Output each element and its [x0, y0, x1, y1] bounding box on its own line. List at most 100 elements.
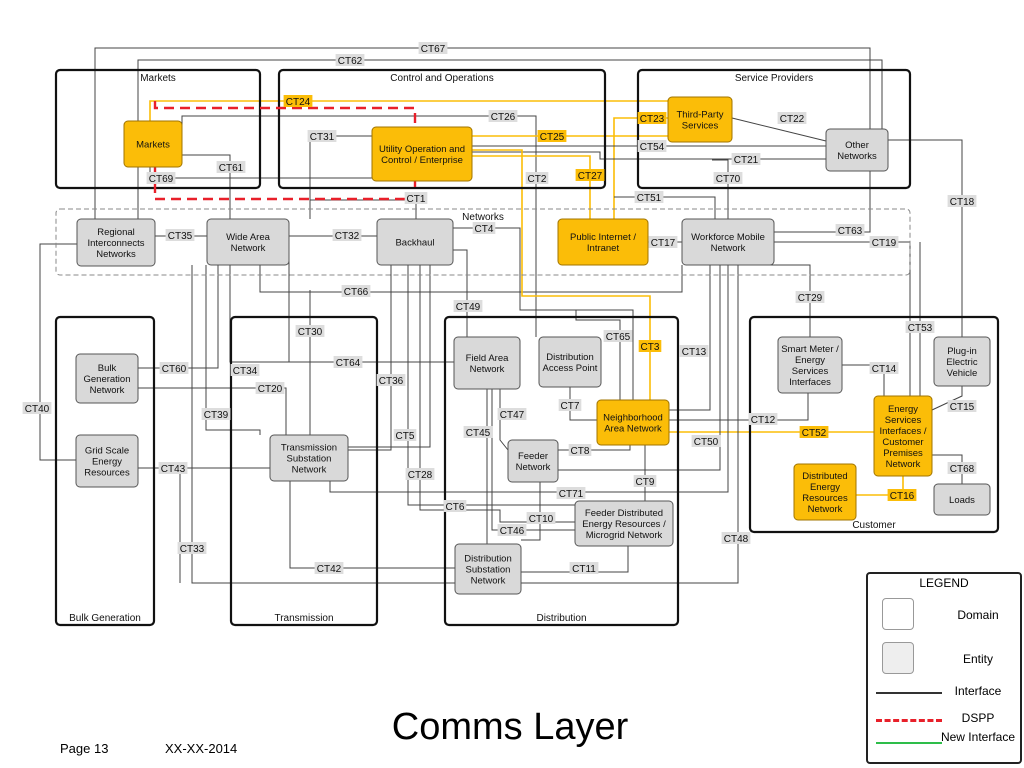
interface-label-text: CT5 — [396, 431, 415, 442]
interface-label-bg — [488, 110, 518, 122]
domain-distribution — [443, 315, 680, 627]
interface-label-text: CT33 — [180, 544, 205, 555]
interface-label-bg — [869, 236, 899, 248]
interface-label-ct69: CT69 — [146, 172, 176, 185]
legend-entity-label: Entity — [962, 652, 993, 666]
interface-label-bg — [307, 130, 337, 142]
interface-label-text: CT21 — [734, 155, 759, 166]
interface-label-text: CT14 — [872, 364, 897, 375]
interface-label-ct35: CT35 — [165, 229, 195, 242]
interface-label-ct20: CT20 — [255, 382, 285, 395]
interface-label-ct36: CT36 — [376, 374, 406, 387]
entity-box-feeder — [507, 439, 559, 483]
interface-label-text: CT23 — [640, 114, 665, 125]
interface-label-bg — [568, 444, 592, 456]
interface-label-ct63: CT63 — [835, 224, 865, 237]
interface-label-text: CT30 — [298, 327, 323, 338]
interface-label-text: CT11 — [572, 564, 596, 575]
domain-bulk — [54, 315, 156, 627]
interface-label-ct24: CT24 — [283, 95, 313, 108]
interface-label-ct11: CT11 — [569, 562, 599, 575]
interface-line-ct7 — [569, 387, 597, 421]
interface-label-bg — [333, 356, 363, 368]
interface-label-bg — [341, 285, 371, 297]
interface-label-bg — [405, 468, 435, 480]
interface-label-bg — [947, 400, 977, 412]
interface-label-bg — [556, 487, 586, 499]
interface-label-bg — [713, 172, 743, 184]
interface-line-ct63 — [774, 171, 871, 233]
entity-markets-e: Markets — [123, 120, 183, 168]
interface-label-bg — [295, 325, 325, 337]
interface-label-ct39: CT39 — [201, 408, 231, 421]
interface-label-bg — [947, 462, 977, 474]
interface-label-ct48: CT48 — [721, 532, 751, 545]
interface-label-text: CT62 — [338, 56, 363, 67]
interface-label-ct26: CT26 — [488, 110, 518, 123]
interface-label-ct2: CT2 — [525, 172, 549, 185]
legend-new-interface-label: New Interface — [940, 730, 1016, 744]
interface-label-bg — [633, 475, 657, 487]
entity-label-public: Public Internet /Intranet — [570, 232, 636, 254]
entity-box-regional — [76, 218, 156, 267]
interface-label-bg — [869, 362, 899, 374]
interface-label-ct66: CT66 — [341, 285, 371, 298]
interface-label-bg — [795, 291, 825, 303]
interface-label-ct8: CT8 — [568, 444, 592, 457]
interface-label-ct67: CT67 — [418, 42, 448, 55]
legend-dspp-label: DSPP — [961, 711, 995, 725]
entity-box-distsub — [454, 543, 522, 595]
entity-box-utility — [371, 126, 473, 182]
interface-label-ct61: CT61 — [216, 161, 246, 174]
interface-label-bg — [177, 542, 207, 554]
interface-label-text: CT46 — [500, 526, 525, 537]
interface-label-ct71: CT71 — [556, 487, 586, 500]
interface-label-text: CT15 — [950, 402, 975, 413]
interface-label-text: CT10 — [529, 514, 554, 525]
interface-line-ct13 — [669, 265, 711, 411]
domain-networks — [55, 208, 911, 276]
interface-line-ct4 — [453, 227, 634, 400]
interface-label-text: CT35 — [168, 231, 193, 242]
domain-label-service: Service Providers — [735, 73, 813, 84]
interface-label-bg — [731, 153, 761, 165]
interface-line-ct65 — [575, 310, 621, 400]
interface-label-bg — [799, 426, 829, 438]
interface-label-text: CT50 — [694, 437, 719, 448]
interface-label-bg — [887, 489, 917, 501]
interface-label-ct43: CT43 — [158, 462, 188, 475]
interface-label-text: CT7 — [561, 401, 580, 412]
interface-label-text: CT9 — [636, 477, 655, 488]
interface-label-text: CT26 — [491, 112, 516, 123]
page-number: Page 13 — [60, 741, 109, 756]
interface-line-ct20 — [138, 387, 287, 435]
legend-interface-label: Interface — [954, 684, 1002, 698]
interface-line-ct61 — [182, 154, 231, 219]
interface-label-text: CT49 — [456, 302, 481, 313]
interface-line-ct36 — [348, 265, 392, 451]
interface-label-bg — [376, 374, 406, 386]
interface-label-ct52: CT52 — [799, 426, 829, 439]
interface-label-ct65: CT65 — [603, 330, 633, 343]
interface-label-text: CT20 — [258, 384, 283, 395]
interface-label-text: CT63 — [838, 226, 863, 237]
interface-line-ct24 — [149, 100, 668, 121]
interface-label-ct30: CT30 — [295, 325, 325, 338]
interface-label-ct45: CT45 — [463, 426, 493, 439]
interface-label-bg — [637, 140, 667, 152]
